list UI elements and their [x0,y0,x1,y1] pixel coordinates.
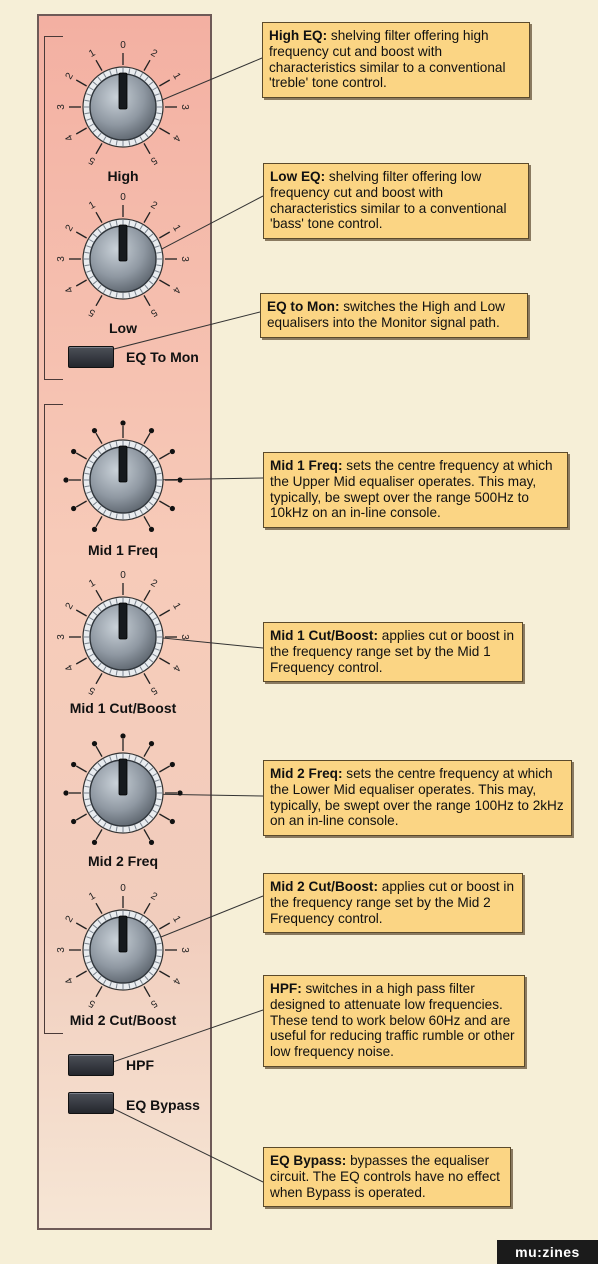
svg-text:4: 4 [170,133,183,144]
svg-text:3: 3 [56,634,67,640]
svg-text:3: 3 [179,256,190,262]
svg-text:2: 2 [149,891,160,904]
svg-text:2: 2 [64,223,77,234]
hpf-label: HPF [126,1057,154,1073]
svg-text:1: 1 [87,890,98,903]
muzines-logo: mu:zines [497,1240,598,1264]
svg-text:5: 5 [87,684,98,697]
leader-eqtomon [109,311,261,351]
svg-text:0: 0 [120,192,126,203]
svg-text:3: 3 [179,634,190,640]
eq-to-mon-label: EQ To Mon [126,349,199,365]
svg-text:1: 1 [87,199,98,212]
svg-text:4: 4 [63,662,76,673]
callout-mid1-freq: Mid 1 Freq: sets the centre frequency at… [263,452,568,529]
svg-text:2: 2 [64,914,77,925]
leader-hpf [109,1009,264,1064]
svg-text:3: 3 [56,104,67,110]
svg-text:5: 5 [148,306,159,319]
callout-mid2-freq: Mid 2 Freq: sets the centre frequency at… [263,760,572,837]
svg-text:1: 1 [170,601,183,612]
knob-label-high: High [107,168,139,184]
svg-text:4: 4 [170,285,183,296]
svg-text:1: 1 [87,577,98,590]
svg-text:5: 5 [87,997,98,1010]
svg-text:4: 4 [170,663,183,674]
knob-label-mid1-freq: Mid 1 Freq [87,542,158,558]
svg-text:4: 4 [63,284,76,295]
svg-text:2: 2 [149,200,160,213]
svg-text:4: 4 [63,132,76,143]
svg-text:3: 3 [56,947,67,953]
svg-text:5: 5 [148,154,159,167]
callout-eq-to-mon: EQ to Mon: switches the High and Low equ… [260,293,528,338]
svg-text:0: 0 [120,883,126,894]
callout-low-eq: Low EQ: shelving filter offering low fre… [263,163,529,240]
svg-text:5: 5 [87,306,98,319]
svg-text:1: 1 [170,71,183,82]
svg-text:2: 2 [149,48,160,61]
knob-label-mid2-cutboost: Mid 2 Cut/Boost [69,1012,177,1028]
leader-eqbypass [103,1103,264,1183]
mid-eq-bracket [44,404,63,1034]
callout-hpf: HPF: switches in a high pass filter desi… [263,975,525,1067]
svg-text:0: 0 [120,40,126,51]
leader-mid2cb [145,895,264,944]
svg-text:1: 1 [87,47,98,60]
knob-mid1freq[interactable] [63,420,183,532]
callout-mid2-cutboost: Mid 2 Cut/Boost: applies cut or boost in… [263,873,523,934]
svg-text:3: 3 [56,256,67,262]
knob-label-low: Low [109,320,137,336]
svg-text:1: 1 [170,223,183,234]
knob-mid2freq[interactable] [63,733,183,845]
svg-text:5: 5 [148,684,159,697]
knob-label-mid1-cutboost: Mid 1 Cut/Boost [69,700,177,716]
svg-text:5: 5 [148,997,159,1010]
svg-text:3: 3 [179,947,190,953]
svg-text:4: 4 [170,976,183,987]
svg-text:2: 2 [64,71,77,82]
leader-mid2freq [144,793,264,797]
svg-text:1: 1 [170,914,183,925]
callout-high-eq: High EQ: shelving filter offering high f… [262,22,530,99]
eq-bypass-switch[interactable] [68,1092,114,1114]
svg-text:2: 2 [64,601,77,612]
hpf-switch[interactable] [68,1054,114,1076]
eq-bypass-label: EQ Bypass [126,1097,200,1113]
hi-lo-eq-bracket [44,36,63,380]
svg-text:3: 3 [179,104,190,110]
knob-label-mid2-freq: Mid 2 Freq [87,853,158,869]
svg-text:0: 0 [120,570,126,581]
svg-text:4: 4 [63,975,76,986]
svg-text:2: 2 [149,578,160,591]
callout-eq-bypass: EQ Bypass: bypasses the equaliser circui… [263,1147,511,1208]
callout-mid1-cutboost: Mid 1 Cut/Boost: applies cut or boost in… [263,622,523,683]
svg-text:5: 5 [87,154,98,167]
eq-to-mon-switch[interactable] [68,346,114,368]
